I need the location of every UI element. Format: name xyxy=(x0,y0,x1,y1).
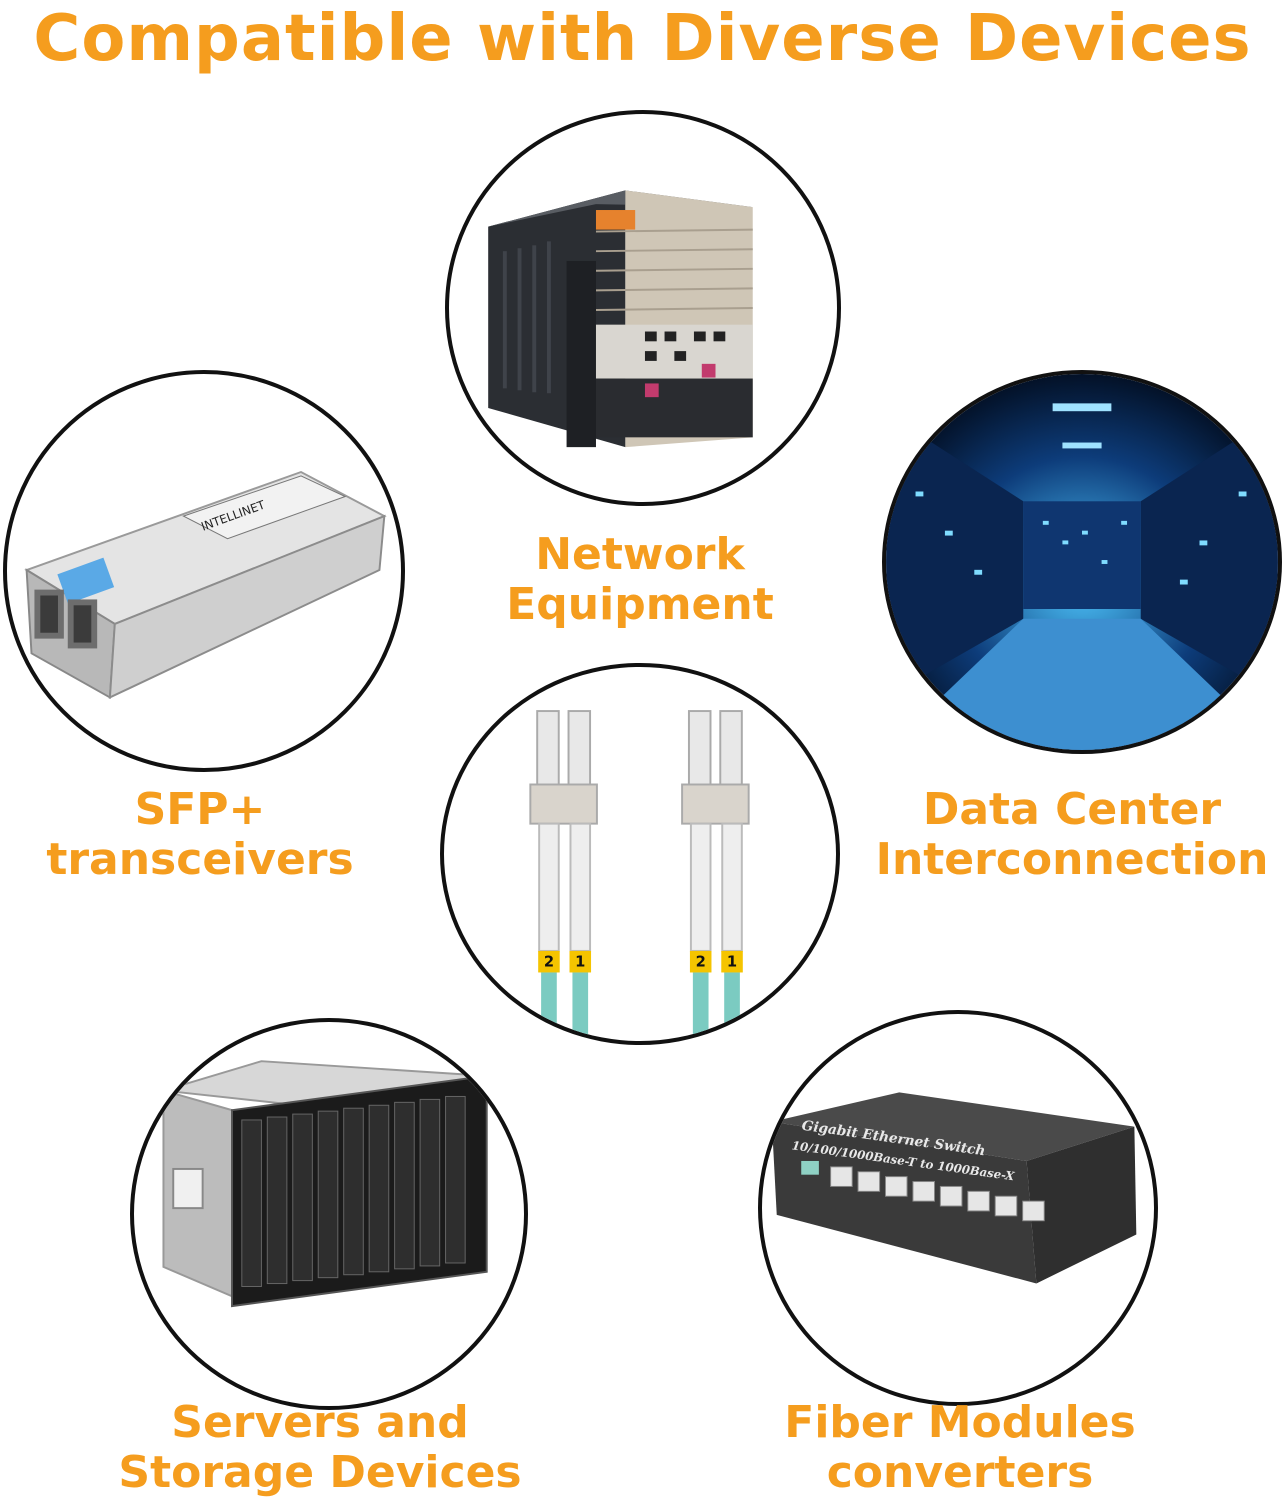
data-center-circle xyxy=(882,370,1282,754)
fiber-modules-circle: Gigabit Ethernet Switch 10/100/1000Base-… xyxy=(758,1010,1158,1406)
network-equipment-circle xyxy=(445,110,841,506)
sfp-transceiver-icon: INTELLINET xyxy=(24,470,387,700)
data-center-icon xyxy=(886,374,1278,750)
ethernet-switch-icon: Gigabit Ethernet Switch 10/100/1000Base-… xyxy=(771,1092,1137,1284)
storage-server-icon xyxy=(162,1060,488,1308)
fiber-cable-circle: 2 1 2 1 xyxy=(440,663,840,1045)
page-title: Compatible with Diverse Devices xyxy=(33,2,1252,76)
lc-fiber-cable-icon: 2 1 2 1 xyxy=(529,710,750,1041)
sfp-transceivers-label: SFP+transceivers xyxy=(46,784,354,885)
connector-label: 2 xyxy=(544,954,554,971)
connector-label: 2 xyxy=(696,954,706,971)
sfp-transceivers-circle: INTELLINET xyxy=(3,370,405,772)
network-chassis-icon xyxy=(488,190,753,448)
connector-label: 1 xyxy=(575,954,585,971)
connector-label: 1 xyxy=(727,954,737,971)
servers-storage-circle xyxy=(130,1018,528,1410)
